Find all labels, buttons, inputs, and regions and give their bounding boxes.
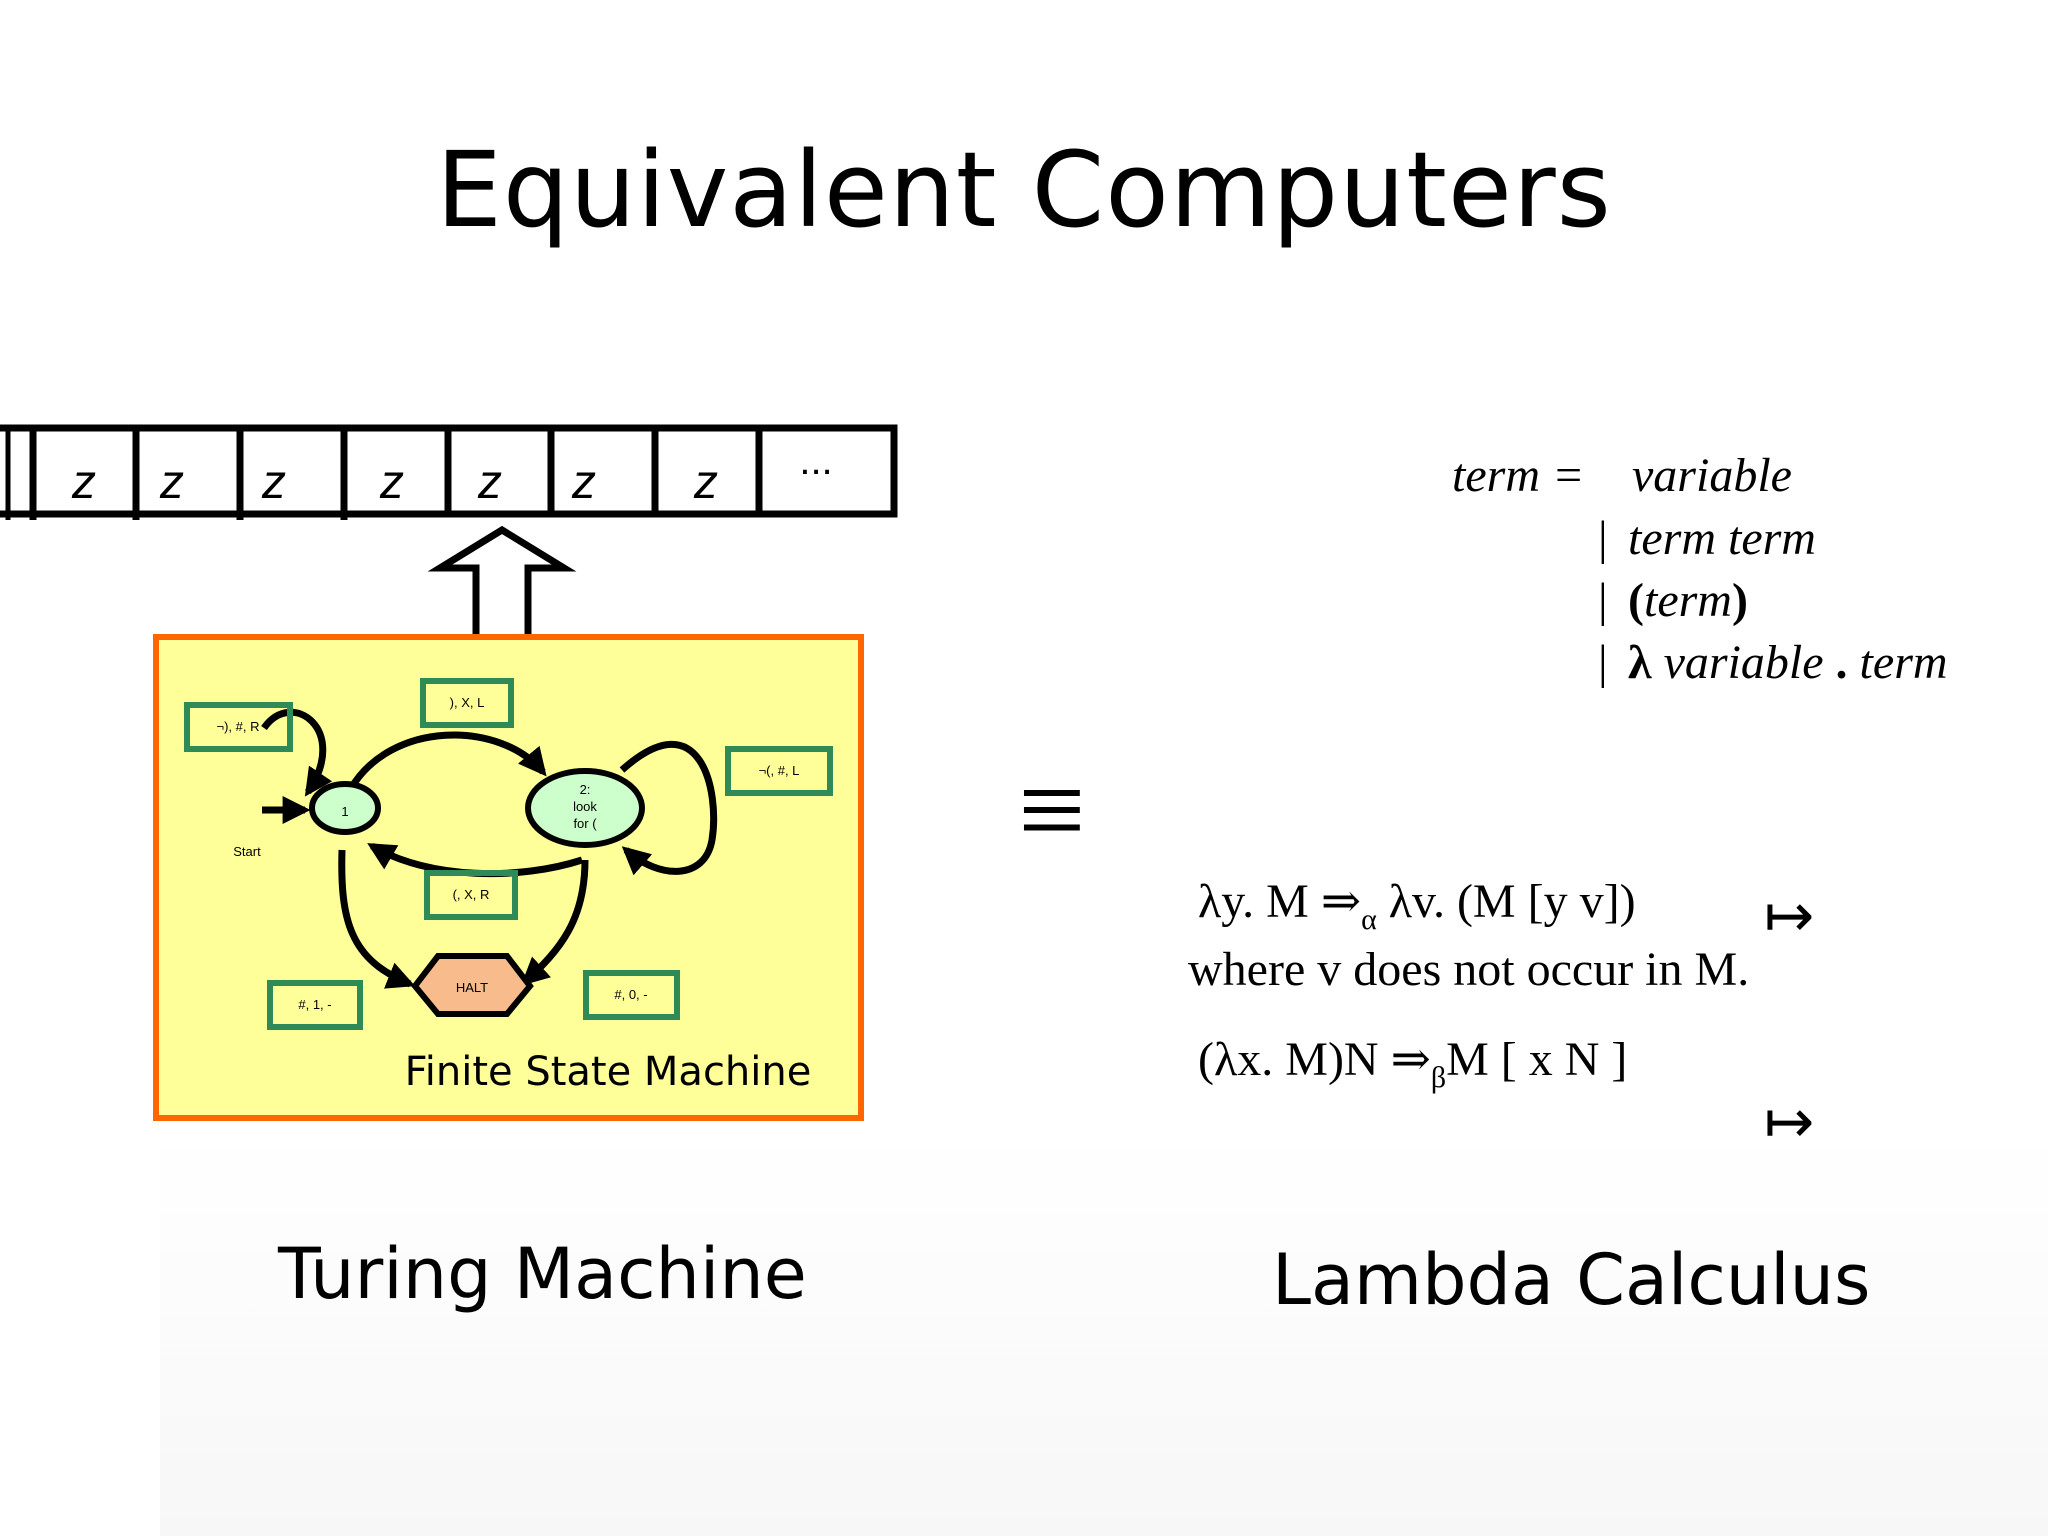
state-2-line: 2: — [580, 782, 591, 797]
self-loop-arrow-1 — [261, 708, 333, 797]
transition-label: #, 1, - — [298, 997, 331, 1012]
equivalence-symbol: ≡ — [1018, 743, 1086, 876]
state-1-label: 1 — [341, 804, 348, 819]
abstraction-variable: variable — [1663, 636, 1824, 689]
slide-title: Equivalent Computers — [436, 129, 1612, 251]
paren-term: term — [1643, 574, 1732, 627]
arrow-2-to-halt — [520, 859, 589, 986]
self-loop-arrow-2 — [619, 740, 718, 876]
lambda-calculus-caption: Lambda Calculus — [1272, 1239, 1871, 1321]
alpha-subscript: α — [1361, 903, 1377, 936]
arrow-1-to-2 — [346, 731, 547, 792]
grammar-alt-variable: variable — [1632, 449, 1792, 502]
mapsto-icon: ↦ — [1764, 1087, 1815, 1157]
grammar-bar: | — [1598, 512, 1608, 565]
grammar-bar: | — [1598, 574, 1608, 627]
background-panel — [160, 1130, 2048, 1536]
lambda-symbol: λ — [1628, 636, 1652, 689]
paren-close: ) — [1731, 574, 1748, 627]
abstraction-dot: . — [1835, 636, 1848, 689]
alpha-lhs: λy. M ⇒ — [1198, 875, 1362, 928]
tape-cell: z — [379, 456, 404, 509]
tape-cell: z — [71, 456, 96, 509]
grammar-bar: | — [1598, 636, 1608, 689]
start-label: Start — [233, 844, 261, 859]
tape: z z z z z z z ... — [0, 424, 898, 520]
arrow-1-to-halt — [338, 849, 416, 989]
tape-cell: z — [693, 456, 718, 509]
grammar-alt-application: term term — [1628, 512, 1816, 565]
grammar-alt-paren: (term) — [1628, 570, 1748, 632]
mapsto-icon: ↦ — [1764, 881, 1815, 951]
transition-label: (, X, R — [453, 887, 490, 902]
tape-cell: z — [571, 456, 596, 509]
beta-reduction: (λx. M)N ⇒βM [ x N ] — [1198, 1030, 1627, 1108]
tape-cell: z — [261, 456, 286, 509]
state-1 — [309, 781, 381, 835]
abstraction-term: term — [1859, 636, 1948, 689]
paren-open: ( — [1628, 574, 1644, 627]
transition-label: ¬), #, R — [217, 719, 260, 734]
transition-label: #, 0, - — [614, 987, 647, 1002]
head-arrow-icon — [427, 525, 577, 640]
tape-cell-ellipsis: ... — [799, 439, 832, 483]
state-2 — [525, 768, 645, 848]
state-2-line: for ( — [573, 816, 597, 831]
beta-lhs: (λx. M)N ⇒ — [1198, 1033, 1431, 1086]
alpha-rhs: λv. (M [y v]) — [1388, 875, 1636, 928]
transition-label: ¬(, #, L — [759, 763, 800, 778]
grammar-alt-abstraction: λ variable . term — [1628, 632, 1948, 694]
fsm-title: Finite State Machine — [405, 1049, 812, 1095]
tape-cell: z — [477, 456, 502, 509]
beta-subscript: β — [1430, 1061, 1447, 1094]
alpha-condition: where v does not occur in M. — [1188, 943, 1750, 996]
grammar-lhs: term = — [1452, 449, 1585, 502]
transition-label-boxes — [184, 678, 833, 1030]
halt-state — [411, 953, 534, 1017]
turing-machine-caption: Turing Machine — [278, 1233, 807, 1315]
halt-label: HALT — [456, 980, 488, 995]
transition-label: ), X, L — [450, 695, 485, 710]
alpha-reduction: λy. M ⇒α λv. (M [y v]) — [1198, 872, 1636, 950]
beta-rhs: M [ x N ] — [1446, 1033, 1628, 1086]
state-2-line: look — [573, 799, 597, 814]
fsm-arrows — [261, 708, 718, 989]
tape-cell: z — [159, 456, 184, 509]
